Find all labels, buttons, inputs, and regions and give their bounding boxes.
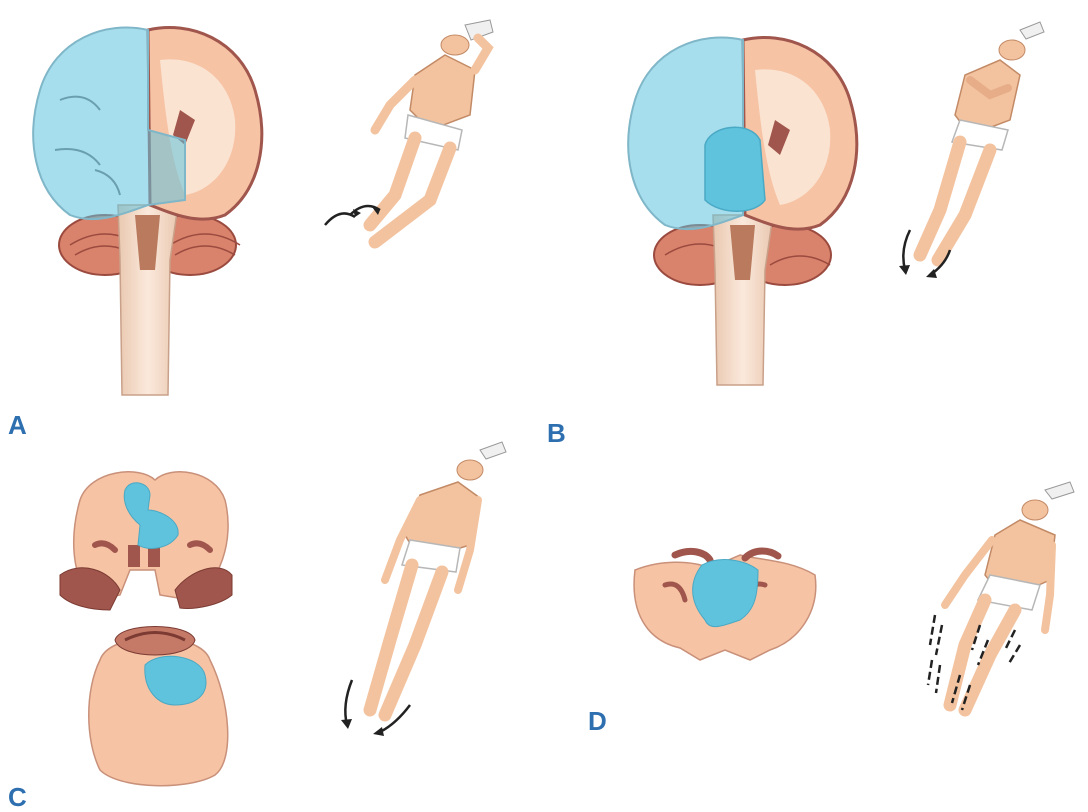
panel-label-b: B: [547, 420, 566, 446]
panel-label-a: A: [8, 412, 27, 438]
diencephalon-lesion: [705, 127, 765, 211]
panel-b-patient: [899, 22, 1044, 278]
panel-c-patient: [341, 442, 506, 736]
panel-d-medulla-section: [634, 551, 816, 660]
panel-label-d: D: [588, 708, 607, 734]
panel-c-brainstem-sections: [60, 472, 232, 786]
panel-a-brain: [33, 28, 262, 396]
panel-a-patient: [325, 20, 493, 242]
panel-label-c: C: [8, 784, 27, 810]
panel-b-brain: [628, 38, 857, 386]
panel-d-patient: [928, 482, 1074, 710]
